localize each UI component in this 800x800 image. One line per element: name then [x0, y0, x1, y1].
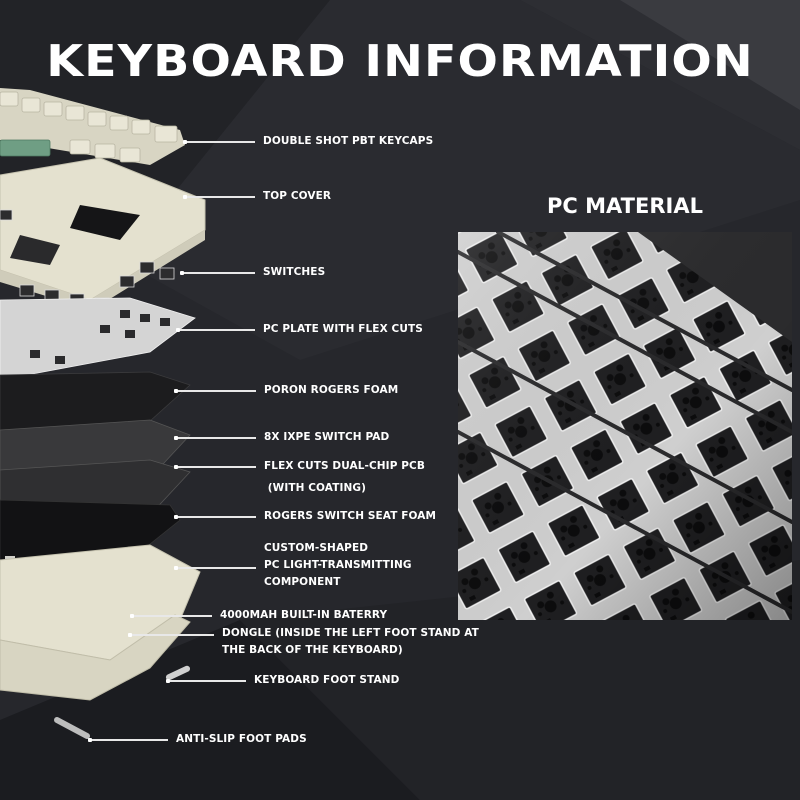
leader-line — [174, 389, 256, 393]
callout-label: TOP COVER — [263, 190, 332, 202]
leader-line — [176, 328, 255, 332]
leader-line — [174, 515, 256, 519]
callout-battery: 4000MAH BUILT-IN BATERRY — [130, 608, 388, 625]
leader-line — [166, 679, 246, 683]
leader-line — [88, 738, 168, 742]
callout-label: SWITCHES — [263, 266, 326, 278]
foot-pad-part — [53, 717, 91, 739]
callout-ixpe-pad: 8X IXPE SWITCH PAD — [174, 430, 390, 447]
callout-label-group: DONGLE (INSIDE THE LEFT FOOT STAND AT TH… — [214, 626, 479, 660]
callout-label: DOUBLE SHOT PBT KEYCAPS — [263, 135, 434, 147]
leader-line — [180, 271, 255, 275]
callout-label: ROGERS SWITCH SEAT FOAM — [264, 510, 437, 522]
callout-label: PC PLATE WITH FLEX CUTS — [263, 323, 423, 335]
leader-line — [174, 465, 256, 469]
callout-pc-plate: PC PLATE WITH FLEX CUTS — [176, 322, 423, 339]
callout-light-component: CUSTOM-SHAPED PC LIGHT-TRANSMITTING COMP… — [174, 541, 412, 592]
leader-line — [183, 195, 255, 199]
foot-stand-part — [165, 665, 191, 681]
callout-label: FLEX CUTS DUAL-CHIP PCB — [264, 460, 425, 472]
pc-plate-layer — [0, 297, 196, 381]
callout-label: 4000MAH BUILT-IN BATERRY — [220, 609, 388, 621]
callout-label: KEYBOARD FOOT STAND — [254, 674, 400, 686]
callout-label: CUSTOM-SHAPED — [264, 542, 369, 554]
page-title: KEYBOARD INFORMATION — [46, 36, 754, 87]
keycaps-layer — [0, 88, 185, 203]
callout-seat-foam: ROGERS SWITCH SEAT FOAM — [174, 509, 437, 526]
callout-foot-stand: KEYBOARD FOOT STAND — [166, 673, 400, 690]
callout-label: PC LIGHT-TRANSMITTING — [264, 559, 412, 571]
callout-label: (WITH COATING) — [264, 482, 366, 494]
callout-keycaps: DOUBLE SHOT PBT KEYCAPS — [183, 134, 434, 151]
pc-plate-image — [458, 232, 792, 620]
callout-label: ANTI-SLIP FOOT PADS — [176, 733, 307, 745]
callout-dongle: DONGLE (INSIDE THE LEFT FOOT STAND AT TH… — [128, 626, 479, 660]
callout-switches: SWITCHES — [180, 265, 326, 282]
material-title: PC MATERIAL — [547, 194, 703, 218]
callout-poron-foam: PORON ROGERS FOAM — [174, 383, 399, 400]
callout-label-group: FLEX CUTS DUAL-CHIP PCB (WITH COATING) — [256, 459, 425, 498]
exploded-keyboard-image — [0, 80, 230, 760]
callout-label: THE BACK OF THE KEYBOARD) — [222, 644, 403, 656]
leader-line — [183, 140, 255, 144]
leader-line — [130, 614, 212, 618]
callout-pcb: FLEX CUTS DUAL-CHIP PCB (WITH COATING) — [174, 459, 425, 498]
callout-label-group: CUSTOM-SHAPED PC LIGHT-TRANSMITTING COMP… — [256, 541, 412, 592]
callout-label: 8X IXPE SWITCH PAD — [264, 431, 390, 443]
leader-line — [174, 566, 256, 570]
leader-line — [128, 633, 214, 637]
callout-label: DONGLE (INSIDE THE LEFT FOOT STAND AT — [222, 627, 479, 639]
leader-line — [174, 436, 256, 440]
callout-label: COMPONENT — [264, 576, 341, 588]
callout-foot-pads: ANTI-SLIP FOOT PADS — [88, 732, 307, 749]
callout-label: PORON ROGERS FOAM — [264, 384, 399, 396]
callout-top-cover: TOP COVER — [183, 189, 332, 206]
